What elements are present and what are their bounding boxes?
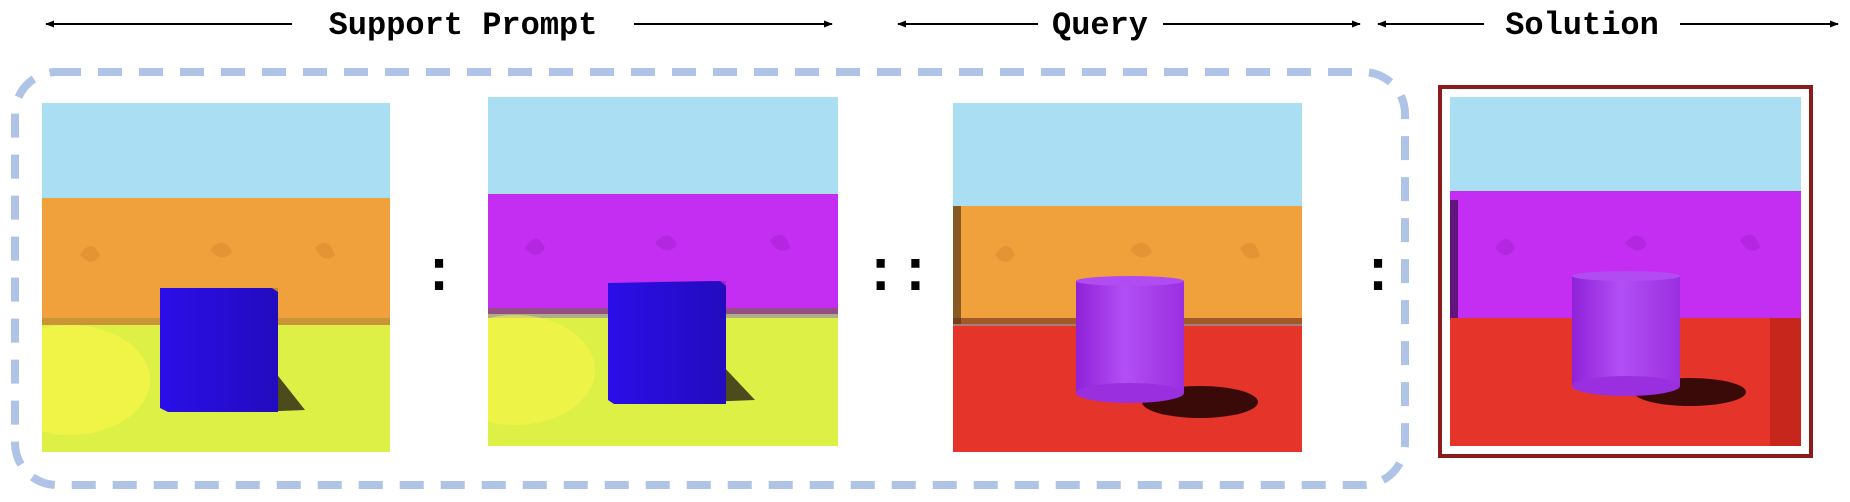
prompt-dashed-border xyxy=(11,68,1409,489)
solution-image xyxy=(1450,97,1801,446)
solution-border xyxy=(1438,85,1813,458)
support-prompt-header: Support Prompt xyxy=(329,7,598,44)
support-image-2 xyxy=(488,97,838,446)
support-image-1 xyxy=(42,103,390,452)
query-header: Query xyxy=(1052,7,1148,44)
query-image xyxy=(953,103,1302,452)
solution-header: Solution xyxy=(1505,7,1659,44)
separator-colon-1: : xyxy=(422,243,457,308)
separator-double-colon: :: xyxy=(863,243,933,308)
separator-colon-2: : xyxy=(1361,243,1396,308)
